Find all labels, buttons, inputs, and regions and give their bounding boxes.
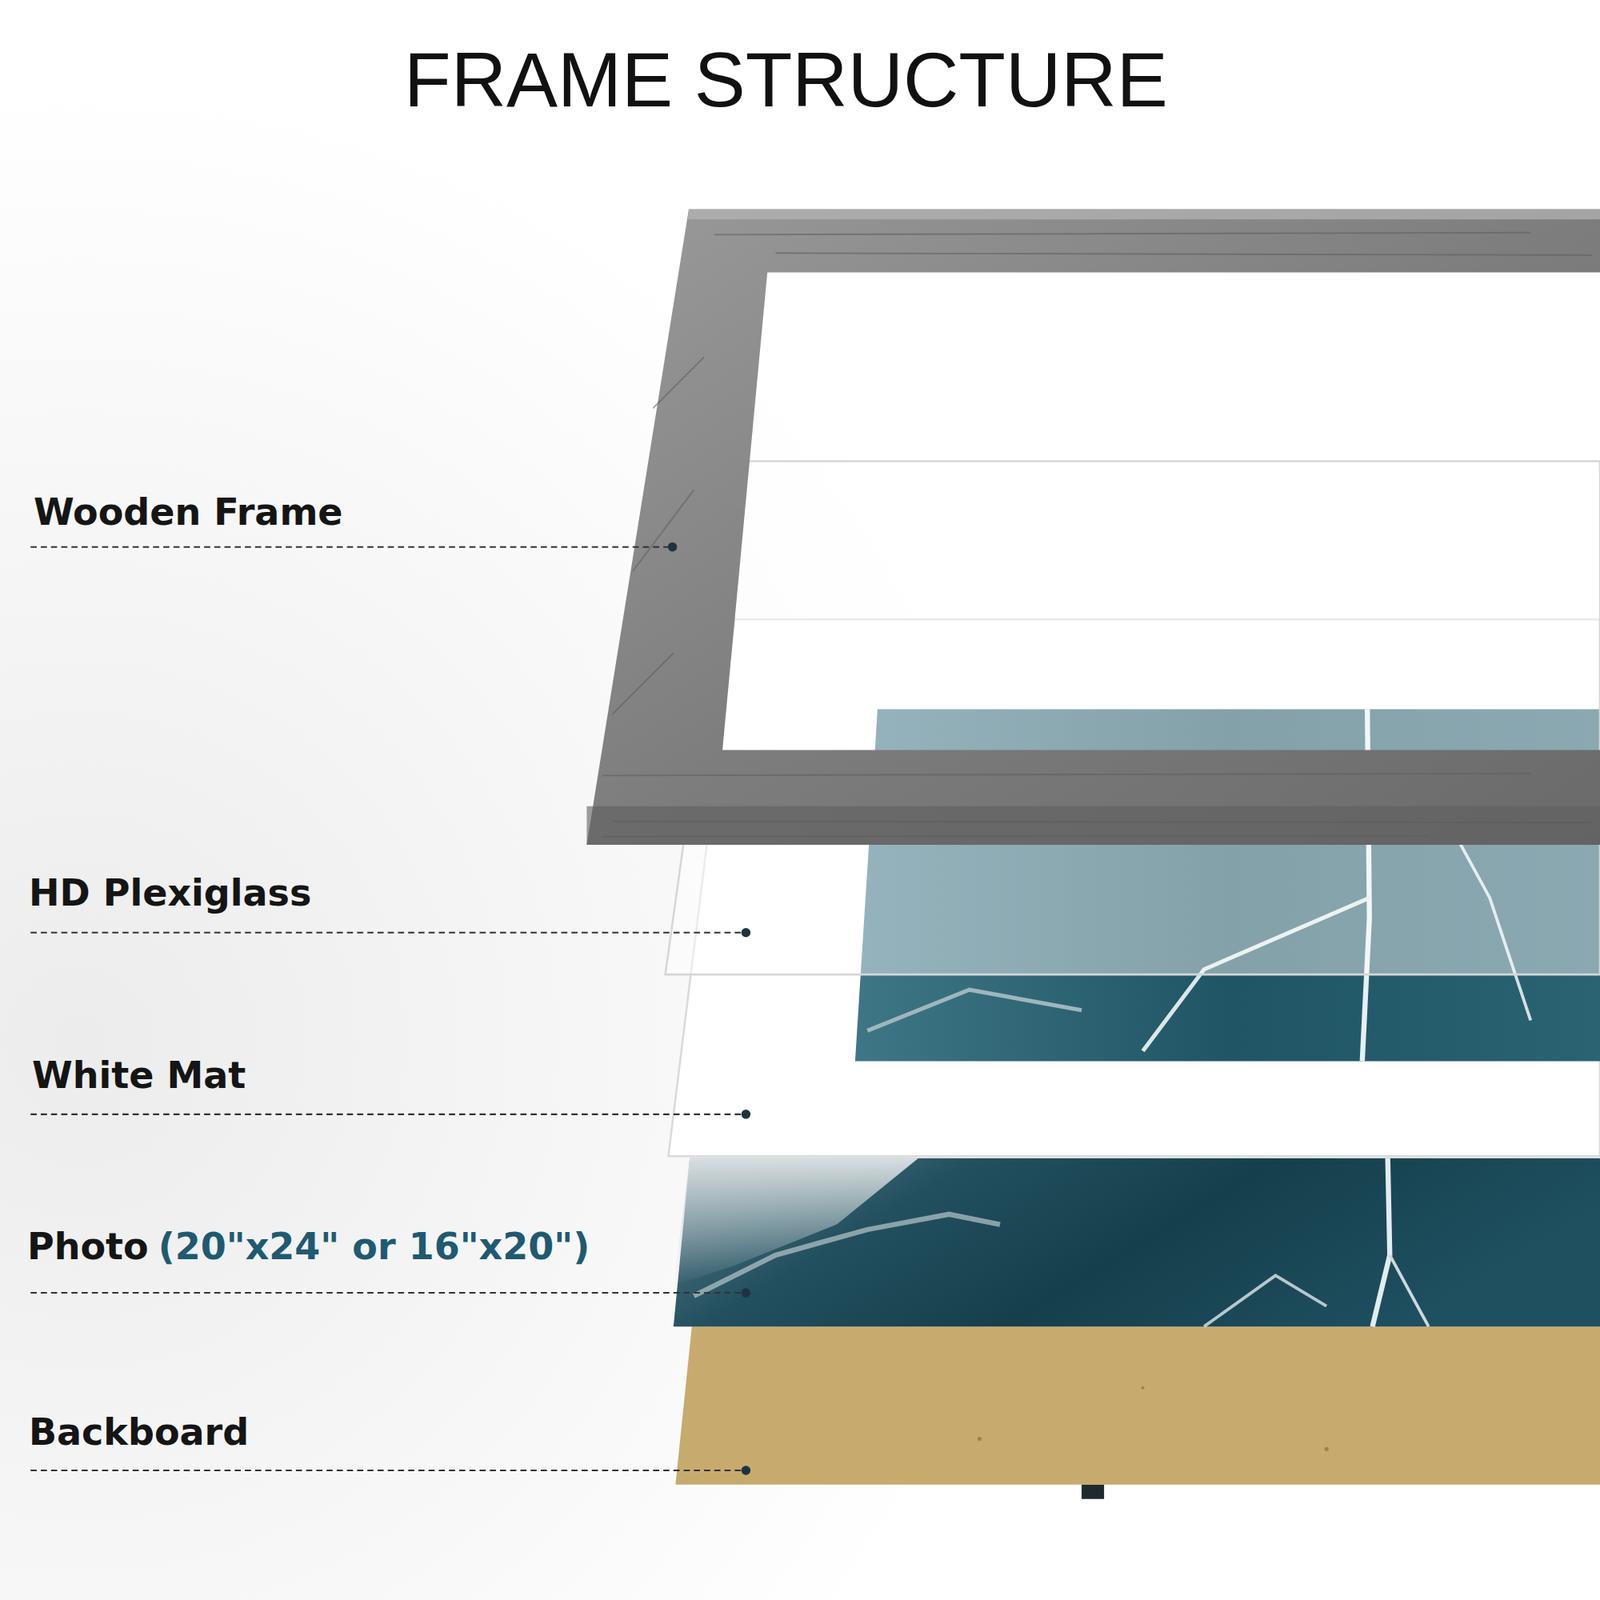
part-label: HD Plexiglass xyxy=(28,870,312,917)
size-note: (20"x24" or 16"x20") xyxy=(158,1224,591,1271)
photo-label-row: Photo(20"x24" or 16"x20") xyxy=(27,1224,590,1271)
diagram-title: FRAME STRUCTURE xyxy=(404,36,1168,124)
part-label: Wooden Frame xyxy=(33,489,344,536)
part-label: Backboard xyxy=(28,1409,249,1456)
part-label: White Mat xyxy=(32,1052,246,1100)
part-label: Photo xyxy=(27,1224,149,1271)
